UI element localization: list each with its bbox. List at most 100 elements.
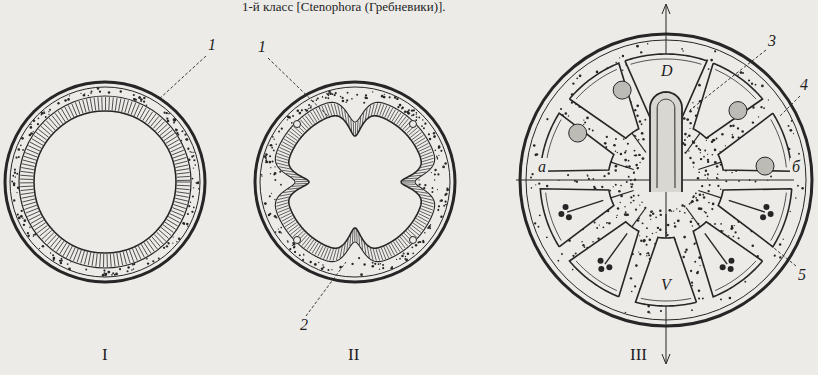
- gut-cell-line: [34, 135, 45, 142]
- mesoglea-dot: [667, 224, 670, 227]
- gut-cell-line: [401, 119, 409, 128]
- mesoglea-dot: [33, 131, 34, 132]
- gut-cell-line: [149, 239, 157, 249]
- mesoglea-dot: [422, 119, 424, 121]
- gut-cell-line: [276, 200, 288, 203]
- mesoglea-dot: [274, 179, 276, 181]
- mesoglea-dot: [634, 155, 636, 157]
- mesoglea-dot: [639, 154, 641, 156]
- mesoglea-dot: [280, 227, 282, 229]
- mesoglea-dot: [634, 285, 636, 287]
- mesoglea-dot: [673, 210, 674, 211]
- mesoglea-dot: [656, 232, 657, 233]
- mesoglea-dot: [309, 261, 311, 263]
- mesoglea-dot: [181, 131, 183, 133]
- gut-cell-line: [25, 205, 37, 209]
- mesoglea-dot: [13, 184, 15, 186]
- mesoglea-dot: [636, 115, 638, 117]
- mesoglea-dot: [599, 224, 600, 225]
- mesoglea-dot: [744, 281, 746, 283]
- mesoglea-dot: [695, 192, 697, 194]
- mesoglea-dot: [697, 107, 698, 108]
- mesoglea-dot: [709, 184, 711, 186]
- mesoglea-dot: [175, 129, 178, 132]
- mesoglea-dot: [620, 153, 622, 155]
- gut-cell-line: [144, 243, 151, 254]
- mesoglea-dot: [314, 263, 317, 266]
- mesoglea-dot: [273, 149, 275, 151]
- mesoglea-dot: [297, 109, 300, 112]
- epidermis-line: [260, 87, 450, 277]
- gut-cell-line: [402, 182, 414, 183]
- gastric-pouch: [718, 113, 792, 171]
- mesoglea-dot: [158, 257, 160, 259]
- mesoglea-dot: [641, 201, 642, 202]
- mesoglea-dot: [535, 184, 536, 185]
- mesoglea-dot: [14, 169, 16, 171]
- axis-letter: а: [536, 158, 548, 176]
- mesoglea-dot: [714, 149, 717, 152]
- gut-cell-line: [412, 133, 422, 140]
- mesoglea-dot: [422, 240, 424, 242]
- mesoglea-dot: [294, 246, 296, 248]
- pouch-lining: [576, 69, 617, 99]
- gastric-pouch: [693, 222, 762, 297]
- gut-cell-line: [293, 229, 302, 237]
- mesoglea-dot: [402, 107, 404, 109]
- mesoglea-dot: [639, 235, 640, 236]
- gut-cell-line: [177, 185, 190, 187]
- mesoglea-dot: [433, 132, 435, 134]
- gut-cell-line: [336, 248, 339, 260]
- mesoglea-dot: [445, 204, 447, 206]
- mesoglea-dot: [650, 211, 652, 213]
- mesoglea-dot: [620, 202, 621, 203]
- gut-cell-line: [318, 245, 323, 256]
- mesoglea-dot: [730, 125, 732, 127]
- gut-lumen: [34, 111, 176, 253]
- gut-outer-line: [19, 96, 191, 268]
- gut-cell-line: [56, 241, 63, 252]
- mesoglea-dot: [642, 222, 644, 224]
- mesoglea-dot: [41, 112, 44, 115]
- gut-cell-line: [303, 117, 311, 126]
- mesoglea-dot: [191, 156, 193, 158]
- mesoglea-dot: [596, 71, 599, 74]
- mesoglea-dot: [322, 96, 323, 97]
- mesoglea-dot: [14, 172, 16, 174]
- mesoglea-dot: [734, 231, 736, 233]
- mesoglea-dot: [639, 162, 640, 163]
- mesoglea-dot: [60, 262, 62, 264]
- mesoglea-dot: [445, 201, 447, 203]
- mesoglea-dot: [674, 222, 676, 224]
- mesoglea-dot: [741, 130, 744, 133]
- gut-cell-line: [310, 241, 317, 251]
- mesoglea-dot: [538, 183, 540, 185]
- gut-cell-line: [115, 98, 117, 111]
- mesoglea-dot: [638, 154, 640, 156]
- gut-cell-line: [152, 237, 160, 247]
- mesoglea-dot: [700, 207, 703, 210]
- mesoglea-dot: [734, 225, 735, 226]
- gut-cell-line: [422, 155, 433, 159]
- mesoglea-dot: [308, 104, 310, 106]
- mesoglea-dot: [299, 254, 301, 256]
- mesoglea-dot: [752, 121, 754, 123]
- mesoglea-dot: [275, 231, 277, 233]
- body-wall: [5, 82, 205, 282]
- mesoglea-dot: [700, 158, 702, 160]
- mesoglea-dot: [625, 211, 627, 213]
- mesoglea-dot: [133, 94, 135, 96]
- gut-cell-line: [410, 227, 419, 235]
- gut-cell-line: [88, 253, 91, 266]
- mesoglea-dot: [399, 258, 401, 260]
- mesoglea-dot: [423, 127, 425, 129]
- mesoglea-dot: [714, 50, 716, 52]
- mesoglea-dot: [592, 241, 594, 243]
- mesoglea-dot: [738, 237, 740, 239]
- mesoglea-dot: [693, 243, 695, 245]
- gut-cell-line: [393, 242, 400, 252]
- mesoglea-dot: [408, 109, 409, 110]
- gut-cell-line: [42, 230, 52, 239]
- gut-cell-line: [167, 219, 178, 226]
- mesoglea-dot: [438, 155, 439, 156]
